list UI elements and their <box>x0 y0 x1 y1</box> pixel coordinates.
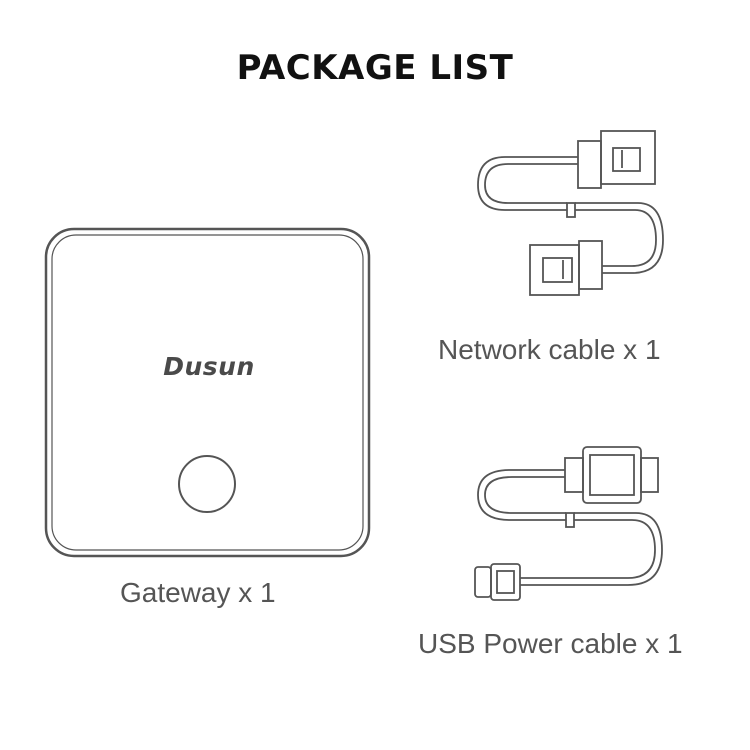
usb-cable-caption: USB Power cable x 1 <box>418 628 683 659</box>
gateway-device-icon <box>44 227 371 558</box>
gateway-caption: Gateway x 1 <box>120 577 276 608</box>
network-cable-caption: Network cable x 1 <box>438 334 661 365</box>
page-title: PACKAGE LIST <box>236 48 514 88</box>
usb-cable-icon <box>474 446 663 601</box>
network-cable-icon <box>477 130 664 296</box>
gateway-logo: Dusun <box>163 352 255 381</box>
